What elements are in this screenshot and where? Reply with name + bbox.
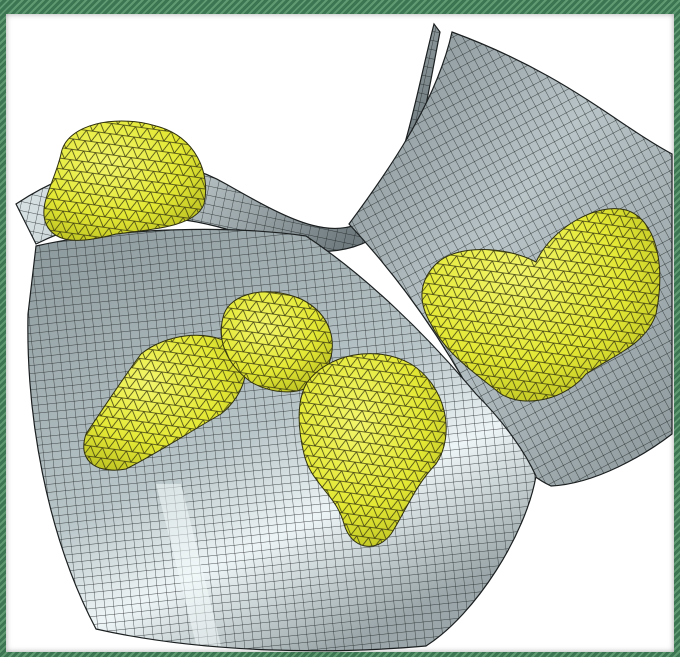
calcification-right: [421, 208, 661, 402]
valve-mesh-render: [15, 22, 673, 652]
leaflet-bottom: [27, 228, 537, 652]
calcification-center-cluster: [83, 291, 447, 547]
render-canvas: [6, 14, 674, 652]
calcification-upper-left: [43, 120, 207, 241]
